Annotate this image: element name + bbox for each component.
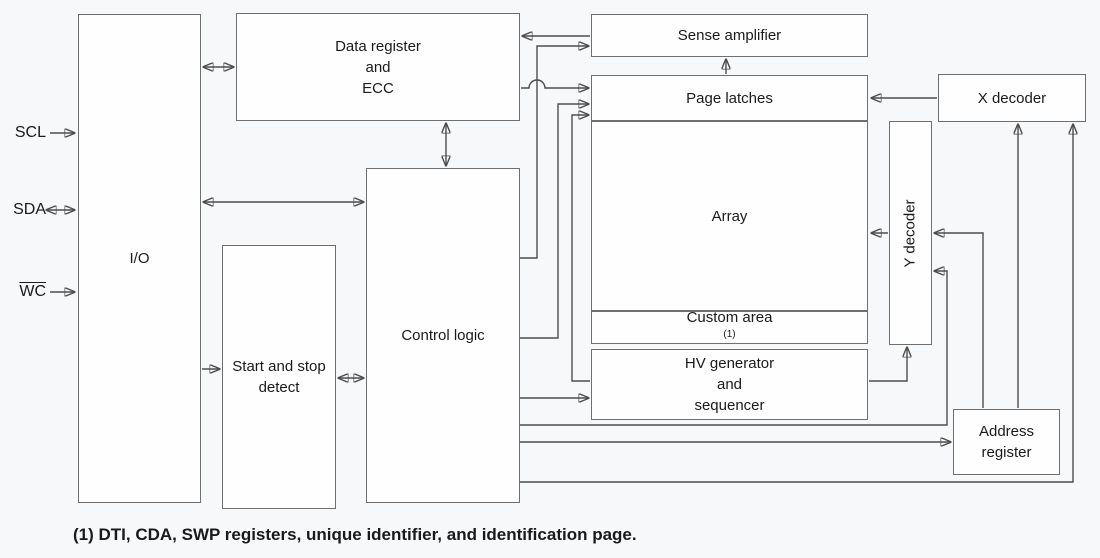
block-page-latches-label: Page latches [686, 89, 773, 107]
block-start-stop-label-line1: Start and stop [232, 358, 326, 375]
block-custom-area: Custom area(1) [591, 309, 868, 344]
block-address-register-label-line1: Address [978, 423, 1035, 440]
block-hv-generator-sequencer: HV generator and sequencer [591, 349, 868, 420]
block-io-label: I/O [129, 250, 150, 267]
block-control-logic-label: Control logic [401, 327, 485, 344]
connector-hv-generator-to-y-decoder [869, 347, 907, 382]
signal-label-wc-active-low: WC [19, 283, 46, 300]
block-y-decoder-label: Y decoder [902, 198, 920, 268]
block-control-logic: Control logic [366, 168, 520, 503]
block-sense-amplifier-label: Sense amplifier [677, 27, 782, 44]
block-hv-generator-label-line3: sequencer [694, 397, 765, 414]
block-io: I/O [78, 14, 201, 503]
connector-data-register-to-page-latches [521, 79, 589, 88]
block-start-stop-detect: Start and stop detect [222, 245, 336, 509]
block-custom-area-label: Custom area(1) [686, 308, 773, 340]
block-hv-generator-label-line1: HV generator [684, 355, 775, 372]
block-address-register: Address register [953, 409, 1060, 475]
footnote: (1) DTI, CDA, SWP registers, unique iden… [73, 525, 637, 544]
signal-label-sda: SDA [13, 201, 46, 218]
connector-address-register-to-y-decoder [934, 233, 984, 408]
block-address-register-label-line2: register [981, 444, 1032, 461]
block-y-decoder: Y decoder [889, 121, 932, 345]
connector-control-logic-to-sense-amp [520, 46, 589, 259]
block-start-stop-label-line2: detect [258, 379, 300, 396]
block-data-register-label-line3: ECC [362, 79, 394, 97]
block-array-label: Array [711, 207, 748, 225]
custom-area-footnote-ref: (1) [723, 328, 736, 340]
block-x-decoder: X decoder [938, 74, 1086, 122]
signal-label-scl: SCL [14, 124, 46, 141]
block-x-decoder-label: X decoder [977, 89, 1047, 107]
block-data-register-label-line1: Data register [335, 37, 421, 55]
block-data-register-ecc: Data register and ECC [236, 13, 520, 121]
connector-hv-generator-to-page-latches [571, 115, 590, 382]
block-array: Array [591, 121, 868, 311]
block-data-register-label-line2: and [365, 58, 391, 76]
connector-control-logic-to-page-latches [520, 104, 589, 339]
block-sense-amplifier: Sense amplifier [591, 14, 868, 57]
block-hv-generator-label-line2: and [716, 376, 743, 393]
block-page-latches: Page latches [591, 75, 868, 121]
